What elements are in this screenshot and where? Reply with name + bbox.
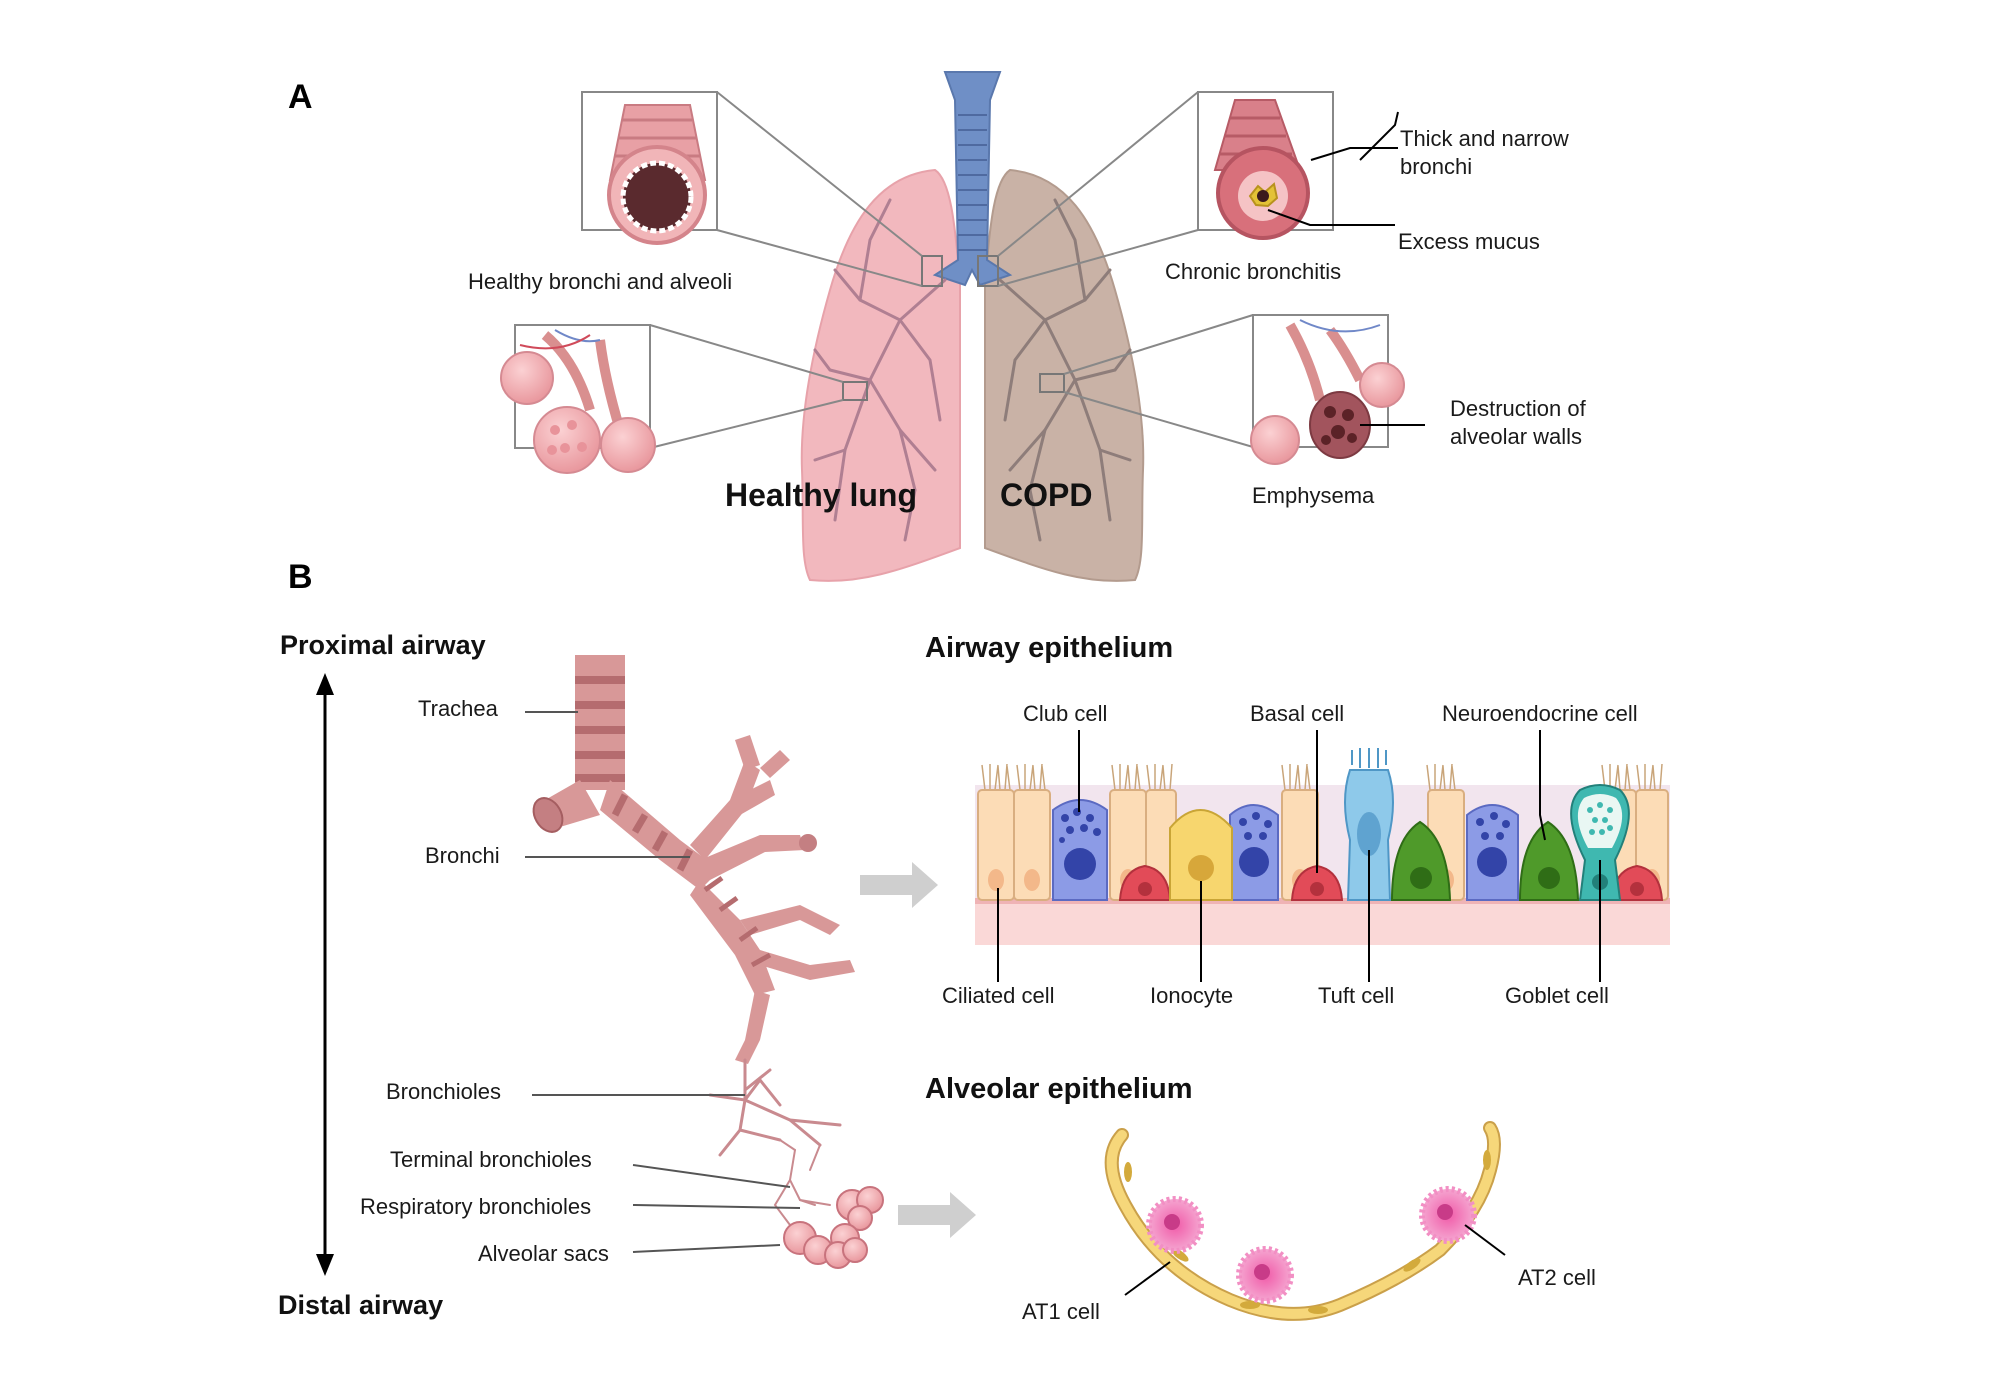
ciliated-cell-label: Ciliated cell	[942, 983, 1055, 1008]
zoom-connectors	[649, 91, 1254, 449]
healthy-bronchi-inset-marker	[921, 255, 943, 287]
destruction-line1: Destruction of	[1450, 396, 1586, 421]
airway-epithelium-layer	[975, 748, 1670, 945]
ionocyte-cell	[1169, 809, 1233, 901]
at2-cells	[1146, 1186, 1477, 1304]
basal-cell-label: Basal cell	[1250, 701, 1345, 726]
alveolar-sacs-label: Alveolar sacs	[478, 1241, 609, 1266]
alveolar-sacs-cluster	[783, 1186, 884, 1269]
alveolar-leaders	[1124, 1224, 1506, 1296]
bronchi-label: Bronchi	[425, 843, 500, 868]
airway-tree-leaders	[525, 711, 801, 1253]
thick-narrow-bronchi-line2: bronchi	[1400, 153, 1473, 179]
tuft-cell-label: Tuft cell	[1318, 983, 1395, 1008]
panel-a-letter: A	[288, 78, 313, 116]
club-cell-label: Club cell	[1023, 701, 1108, 726]
copd-alveoli-inset-marker	[1039, 373, 1065, 393]
neuroendocrine-cells	[1390, 820, 1580, 901]
emphysema-label: Emphysema	[1252, 483, 1375, 508]
thick-narrow-bronchi-label: Thick and narrow bronchi	[1400, 125, 1569, 180]
airway-tree	[532, 655, 884, 1269]
respiratory-bronchioles-label: Respiratory bronchioles	[360, 1194, 592, 1219]
panel-b-letter: B	[288, 558, 313, 596]
arrow-to-airway-epithelium	[860, 862, 938, 908]
emphysema-alveoli-cluster	[1250, 319, 1405, 465]
panel-a-callouts	[1267, 111, 1425, 426]
copd-bronchial-tree	[998, 198, 1132, 542]
proximal-airway-label: Proximal airway	[280, 630, 486, 660]
healthy-bronchus-tube	[607, 104, 707, 245]
trachea-label: Trachea	[418, 696, 498, 721]
bronchioles-label: Bronchioles	[386, 1079, 501, 1104]
at2-cell-label: AT2 cell	[1518, 1265, 1596, 1290]
at1-cell-label: AT1 cell	[1022, 1299, 1100, 1324]
healthy-bronchi-alveoli-label: Healthy bronchi and alveoli	[468, 269, 733, 294]
distal-airway-label: Distal airway	[278, 1290, 444, 1320]
proximal-distal-arrow	[316, 673, 334, 1276]
trachea-shape	[932, 71, 1013, 287]
goblet-cell	[1570, 784, 1630, 901]
chronic-bronchitis-tube	[1213, 99, 1310, 240]
alveolar-epithelium-title: Alveolar epithelium	[925, 1073, 1193, 1105]
destruction-alveolar-walls-label: Destruction of alveolar walls	[1450, 395, 1586, 450]
copd-bronchi-inset-marker	[977, 255, 999, 287]
healthy-lung-label: Healthy lung	[725, 477, 918, 513]
copd-label: COPD	[1000, 477, 1093, 513]
neuroendocrine-cell-label: Neuroendocrine cell	[1442, 701, 1638, 726]
club-cells	[1052, 799, 1519, 901]
ionocyte-label: Ionocyte	[1150, 983, 1234, 1008]
airway-epithelium-leaders	[997, 730, 1601, 982]
excess-mucus-label: Excess mucus	[1398, 229, 1540, 254]
arrow-to-alveolar-epithelium	[898, 1192, 976, 1238]
airway-epithelium-title: Airway epithelium	[925, 632, 1174, 664]
thick-narrow-bronchi-line1: Thick and narrow	[1400, 126, 1569, 151]
destruction-line2: alveolar walls	[1450, 423, 1583, 449]
chronic-bronchitis-label: Chronic bronchitis	[1165, 259, 1342, 284]
terminal-bronchioles-label: Terminal bronchioles	[390, 1147, 592, 1172]
basal-cells	[1118, 864, 1664, 901]
healthy-lung-shape	[800, 168, 961, 582]
healthy-bronchial-tree	[813, 198, 947, 542]
tuft-cell	[1344, 748, 1394, 901]
healthy-alveoli-cluster	[500, 329, 656, 474]
healthy-alveoli-inset-marker	[842, 381, 868, 401]
alveolar-epithelium	[1104, 1121, 1501, 1321]
goblet-cell-label: Goblet cell	[1505, 983, 1609, 1008]
